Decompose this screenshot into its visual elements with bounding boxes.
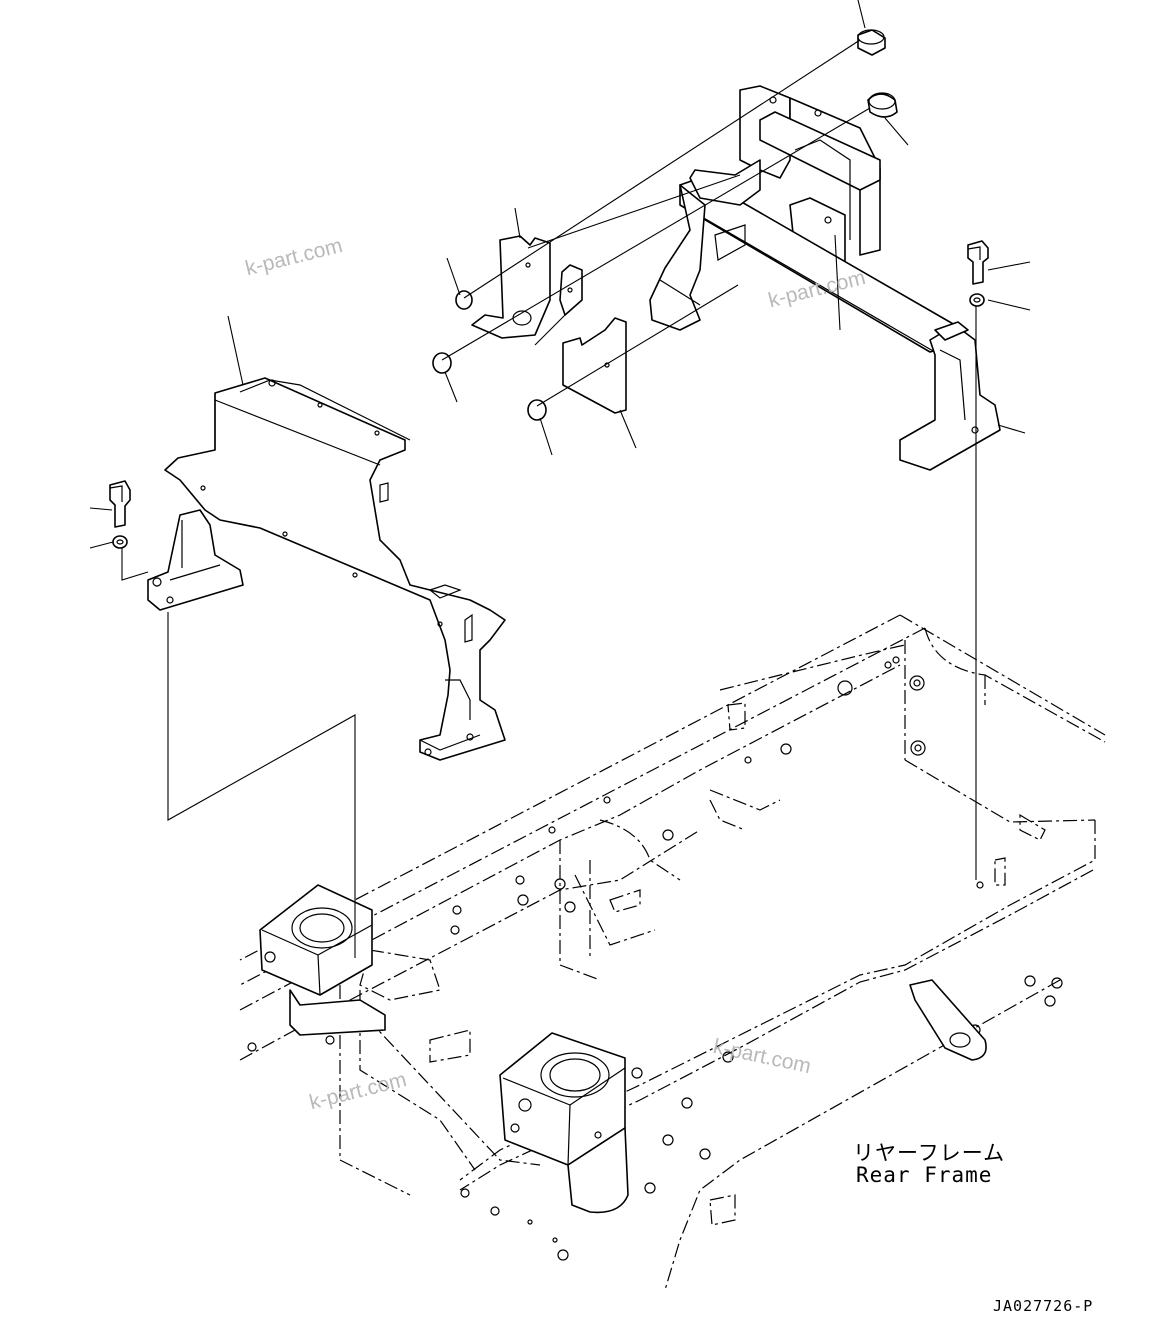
frame-bosses (247, 656, 1063, 1261)
rear-frame-outline (239, 614, 1106, 1291)
rear-frame-label-en: Rear Frame (856, 1163, 993, 1187)
bushings-top (857, 29, 898, 118)
plate-bracket-parts (471, 235, 627, 414)
bolt-washer-left (109, 480, 131, 549)
bracket-left-large (147, 377, 506, 761)
frame-lug-right (909, 979, 987, 1061)
pivot-housing-center (499, 1032, 629, 1214)
assembly-guide-lines (121, 39, 977, 958)
callout-leaders (89, 0, 1031, 549)
rear-frame-label-jp: リヤーフレーム (853, 1141, 1006, 1165)
bracket-assembly-main (649, 85, 1001, 471)
pivot-housing-left (259, 884, 386, 1036)
bolt-washer-right (967, 240, 989, 307)
drawing-number: JA027726-P (993, 1297, 1094, 1315)
